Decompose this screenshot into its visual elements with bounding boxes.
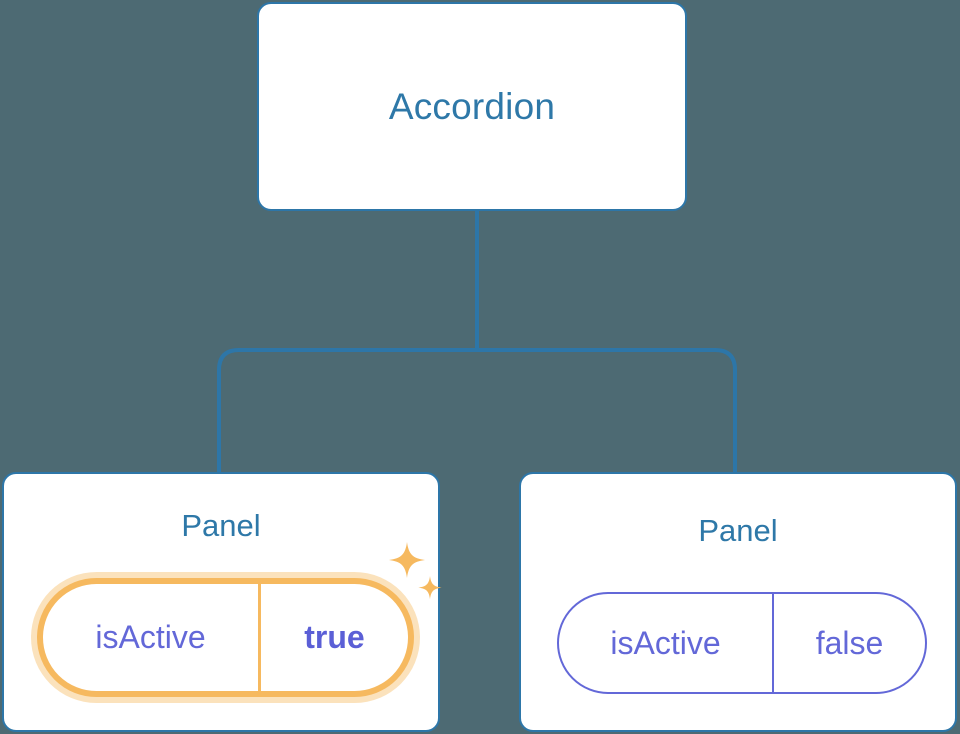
prop-key-label: isActive bbox=[43, 584, 261, 691]
node-accordion-label: Accordion bbox=[388, 86, 556, 127]
prop-pill-isactive-false[interactable]: isActive false bbox=[557, 592, 927, 694]
prop-value-label: true bbox=[304, 619, 365, 655]
branch-to-right-panel bbox=[477, 348, 737, 472]
node-panel-right-label: Panel bbox=[698, 513, 778, 548]
node-panel-right[interactable]: Panel isActive false bbox=[519, 472, 957, 732]
branch-to-left-panel bbox=[217, 348, 477, 472]
node-panel-left[interactable]: Panel isActive true bbox=[2, 472, 440, 732]
prop-value-label: false bbox=[815, 624, 884, 661]
prop-key-label: isActive bbox=[559, 594, 774, 692]
prop-pill-isactive-true[interactable]: isActive true bbox=[37, 578, 414, 697]
prop-pill-left-wrapper: isActive true bbox=[37, 578, 414, 697]
node-accordion[interactable]: Accordion bbox=[257, 2, 687, 211]
node-panel-left-label: Panel bbox=[181, 508, 261, 543]
